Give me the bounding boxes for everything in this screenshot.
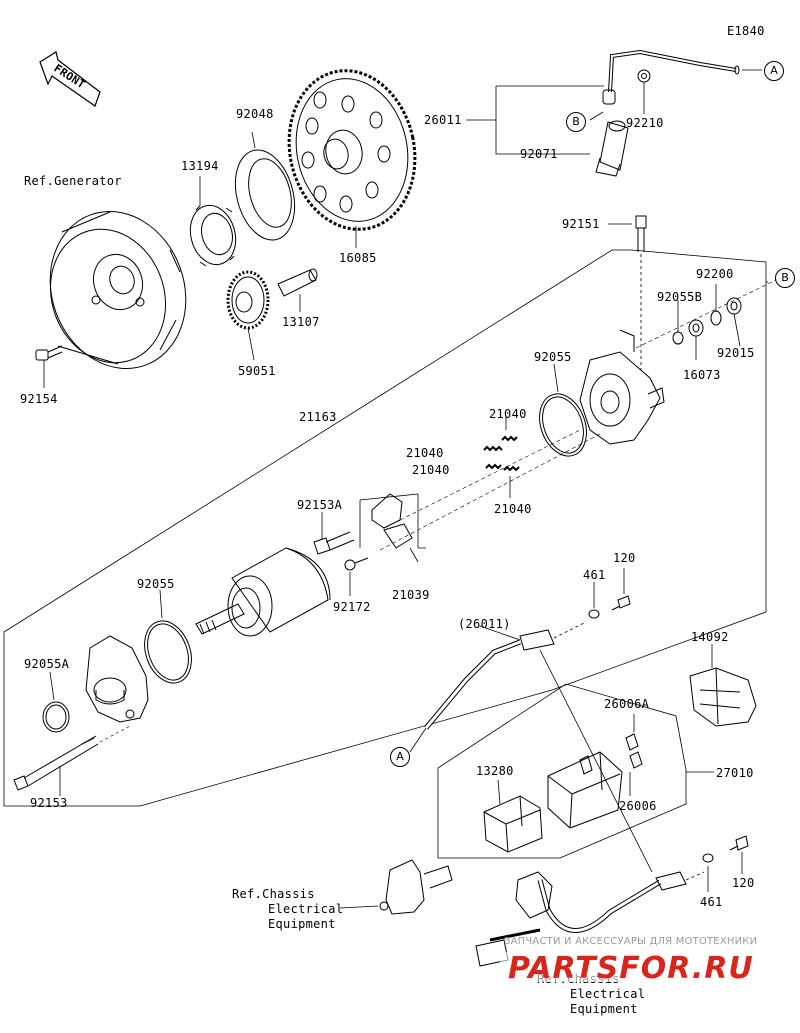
gear-59051: [226, 270, 270, 361]
label-13280: 13280: [476, 764, 514, 778]
label-electrical-1: Electrical: [268, 902, 344, 916]
bracket-ref-chassis: [339, 859, 453, 915]
svg-text:PARTSFOR.RU: PARTSFOR.RU: [508, 951, 754, 986]
label-equipment-1: Equipment: [268, 917, 336, 931]
gear-16085: [287, 69, 417, 248]
bolt-120-nut-461-lower: [702, 835, 749, 892]
label-92153A: 92153A: [297, 498, 343, 512]
callout-b-top: B: [566, 112, 586, 132]
bolt-120-nut-461-upper: [588, 568, 631, 619]
callout-a-top: A: [764, 61, 784, 81]
rear-cover: [579, 329, 665, 445]
label-13107: 13107: [282, 315, 320, 329]
oring-92055A: [42, 671, 70, 733]
brush-holder-21039: [359, 493, 426, 563]
label-120-lower: 120: [732, 876, 755, 890]
bolt-92153A: [313, 512, 355, 555]
label-59051: 59051: [238, 364, 276, 378]
label-26006: 26006: [619, 799, 657, 813]
bolt-92151: [608, 215, 647, 370]
screw-92172: [344, 557, 369, 596]
label-92055A: 92055A: [24, 657, 70, 671]
label-92055-left: 92055: [137, 577, 175, 591]
springs-21040: [379, 416, 601, 551]
cover-14092: [689, 644, 757, 727]
relay-frame-27010: [437, 683, 714, 859]
label-14092: 14092: [691, 630, 729, 644]
label-461-upper: 461: [583, 568, 606, 582]
label-21040-d: 21040: [494, 502, 532, 516]
callout-a-lower: A: [390, 747, 410, 767]
label-21040-c: 21040: [412, 463, 450, 477]
label-21040-b: 21040: [406, 446, 444, 460]
label-26011-paren: (26011): [458, 617, 511, 631]
label-92200: 92200: [696, 267, 734, 281]
label-92071: 92071: [520, 147, 558, 161]
shaft-13107: [277, 268, 318, 312]
label-13194: 13194: [181, 159, 219, 173]
label-120-upper: 120: [613, 551, 636, 565]
housing-92048: [234, 131, 296, 241]
label-16073: 16073: [683, 368, 721, 382]
label-92210: 92210: [626, 116, 664, 130]
label-16085: 16085: [339, 251, 377, 265]
bolt-92153: [13, 725, 131, 796]
label-92151: 92151: [562, 217, 600, 231]
cable-26011-lower: [409, 621, 653, 873]
diagram-code: E1840: [727, 24, 765, 38]
label-92172: 92172: [333, 600, 371, 614]
callout-b-right: B: [775, 268, 795, 288]
generator-rotor: [49, 211, 187, 369]
label-21040-a: 21040: [489, 407, 527, 421]
bolt-92154: [35, 345, 63, 388]
module-13280: [483, 779, 543, 853]
starter-motor-body: [195, 547, 331, 637]
cable-26011-top: [589, 49, 762, 177]
label-equipment-2: Equipment: [570, 1002, 638, 1016]
label-92055B: 92055B: [657, 290, 703, 304]
relay-26006: [547, 714, 643, 829]
bracket-lines-26011: [466, 85, 604, 155]
label-92048: 92048: [236, 107, 274, 121]
front-arrow-icon: [39, 51, 101, 107]
label-26011: 26011: [424, 113, 462, 127]
label-461-lower: 461: [700, 895, 723, 909]
watermark-text: ЗАПЧАСТИ И АКСЕССУАРЫ ДЛЯ МОТОТЕХНИКИ: [504, 936, 758, 947]
label-ref-generator: Ref.Generator: [24, 174, 122, 188]
label-92154: 92154: [20, 392, 58, 406]
label-ref-chassis-1: Ref.Chassis: [232, 887, 315, 901]
oring-92055-left: [144, 589, 192, 684]
label-27010: 27010: [716, 766, 754, 780]
partsfor-logo: PARTSFOR.RU: [500, 951, 790, 986]
assembly-frame-21163: [3, 249, 768, 807]
label-92055-top: 92055: [534, 350, 572, 364]
label-electrical-2: Electrical: [570, 987, 646, 1001]
label-92015: 92015: [717, 346, 755, 360]
front-cover: [85, 635, 149, 723]
label-26006A: 26006A: [604, 697, 650, 711]
label-21163: 21163: [299, 410, 337, 424]
oring-92055-top: [539, 363, 587, 457]
label-92153: 92153: [30, 796, 68, 810]
washers: [635, 279, 777, 360]
label-21039: 21039: [392, 588, 430, 602]
clutch-13194: [189, 176, 237, 267]
